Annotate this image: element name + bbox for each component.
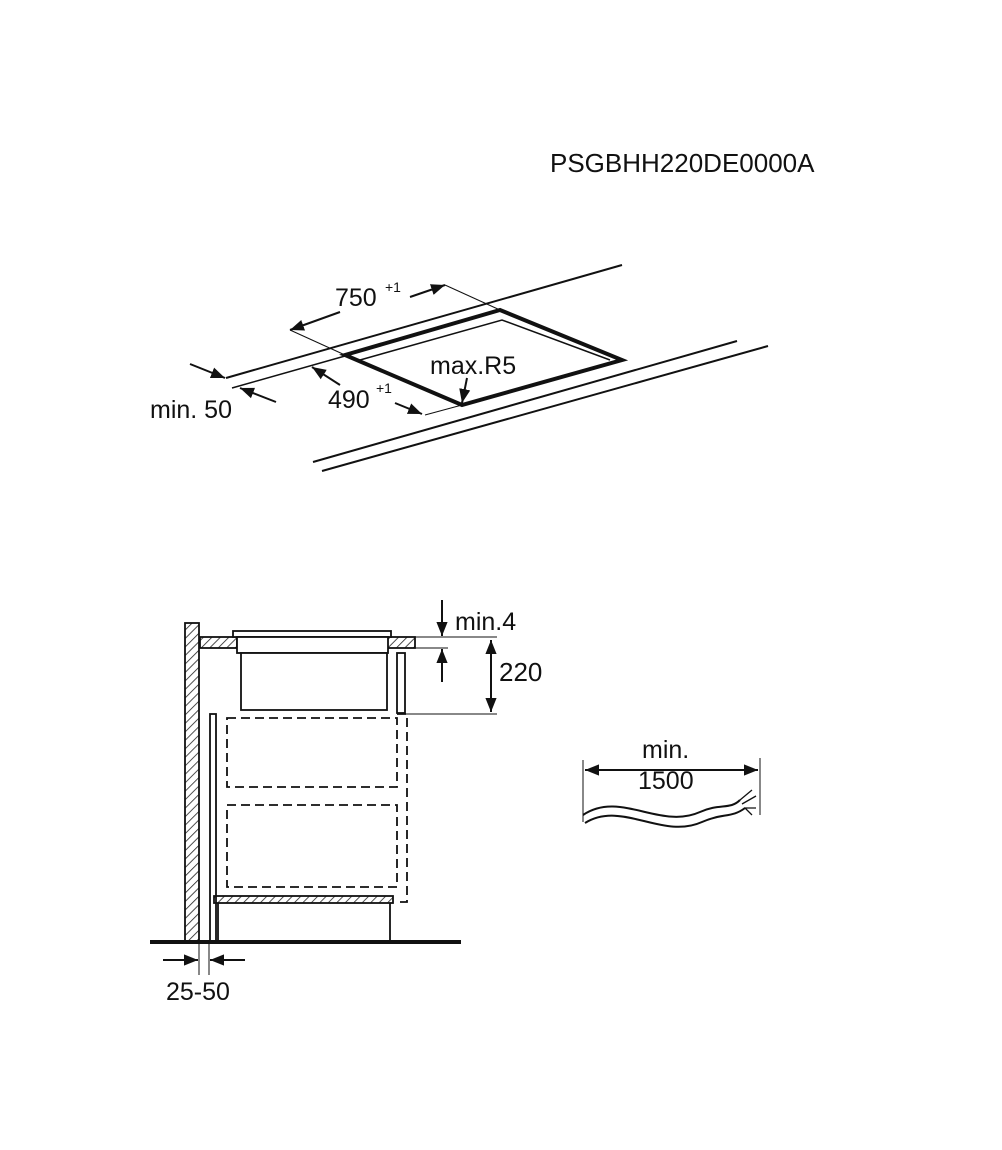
worktop-right <box>386 636 416 649</box>
dim-750-arrow-right <box>409 284 446 298</box>
hob-body <box>240 652 388 711</box>
cable-min-label: min. <box>642 736 689 764</box>
plinth-panel <box>209 713 217 943</box>
dim-490-tol: +1 <box>376 380 392 396</box>
worktop-front-edge-2 <box>321 345 769 472</box>
dim-750-arrow-left <box>289 311 341 331</box>
cutout-inner-edge <box>359 319 611 361</box>
dim-50-arrow-2 <box>239 387 277 403</box>
section-view <box>150 600 497 975</box>
model-code: PSGBHH220DE0000A <box>550 148 815 178</box>
power-cable <box>582 758 761 828</box>
worktop-front-edge <box>312 340 738 463</box>
radius-arrow <box>459 377 471 404</box>
dim-min-50: min. 50 <box>150 396 232 424</box>
worktop-left <box>199 636 238 649</box>
cutout-view <box>189 264 769 472</box>
dim-min-4: min.4 <box>455 608 516 636</box>
cabinet-shelf <box>213 895 394 904</box>
dim-490-arrow-bottom <box>394 402 423 415</box>
corner-radius: max.R5 <box>430 352 516 380</box>
hob-frame <box>236 636 389 654</box>
dim-490: 490 <box>328 386 370 414</box>
cable-icon <box>582 799 741 818</box>
dim-750: 750 <box>335 284 377 312</box>
dim-490-arrow-top <box>311 366 341 386</box>
dim-750-tol: +1 <box>385 279 401 295</box>
front-panel <box>396 652 406 714</box>
drawer-2 <box>226 804 398 888</box>
back-wall <box>184 622 200 943</box>
dim-50-arrow-1 <box>189 363 226 379</box>
dim-25-50: 25-50 <box>166 978 230 1006</box>
cable-length-label: 1500 <box>638 767 694 795</box>
worktop-back-edge-2 <box>231 355 346 389</box>
drawer-1 <box>226 717 398 788</box>
drawer-front <box>397 713 408 903</box>
worktop-back-edge <box>225 264 623 379</box>
cutout-outline <box>339 307 629 408</box>
dim-220: 220 <box>499 657 542 687</box>
hob-glass <box>232 630 392 638</box>
